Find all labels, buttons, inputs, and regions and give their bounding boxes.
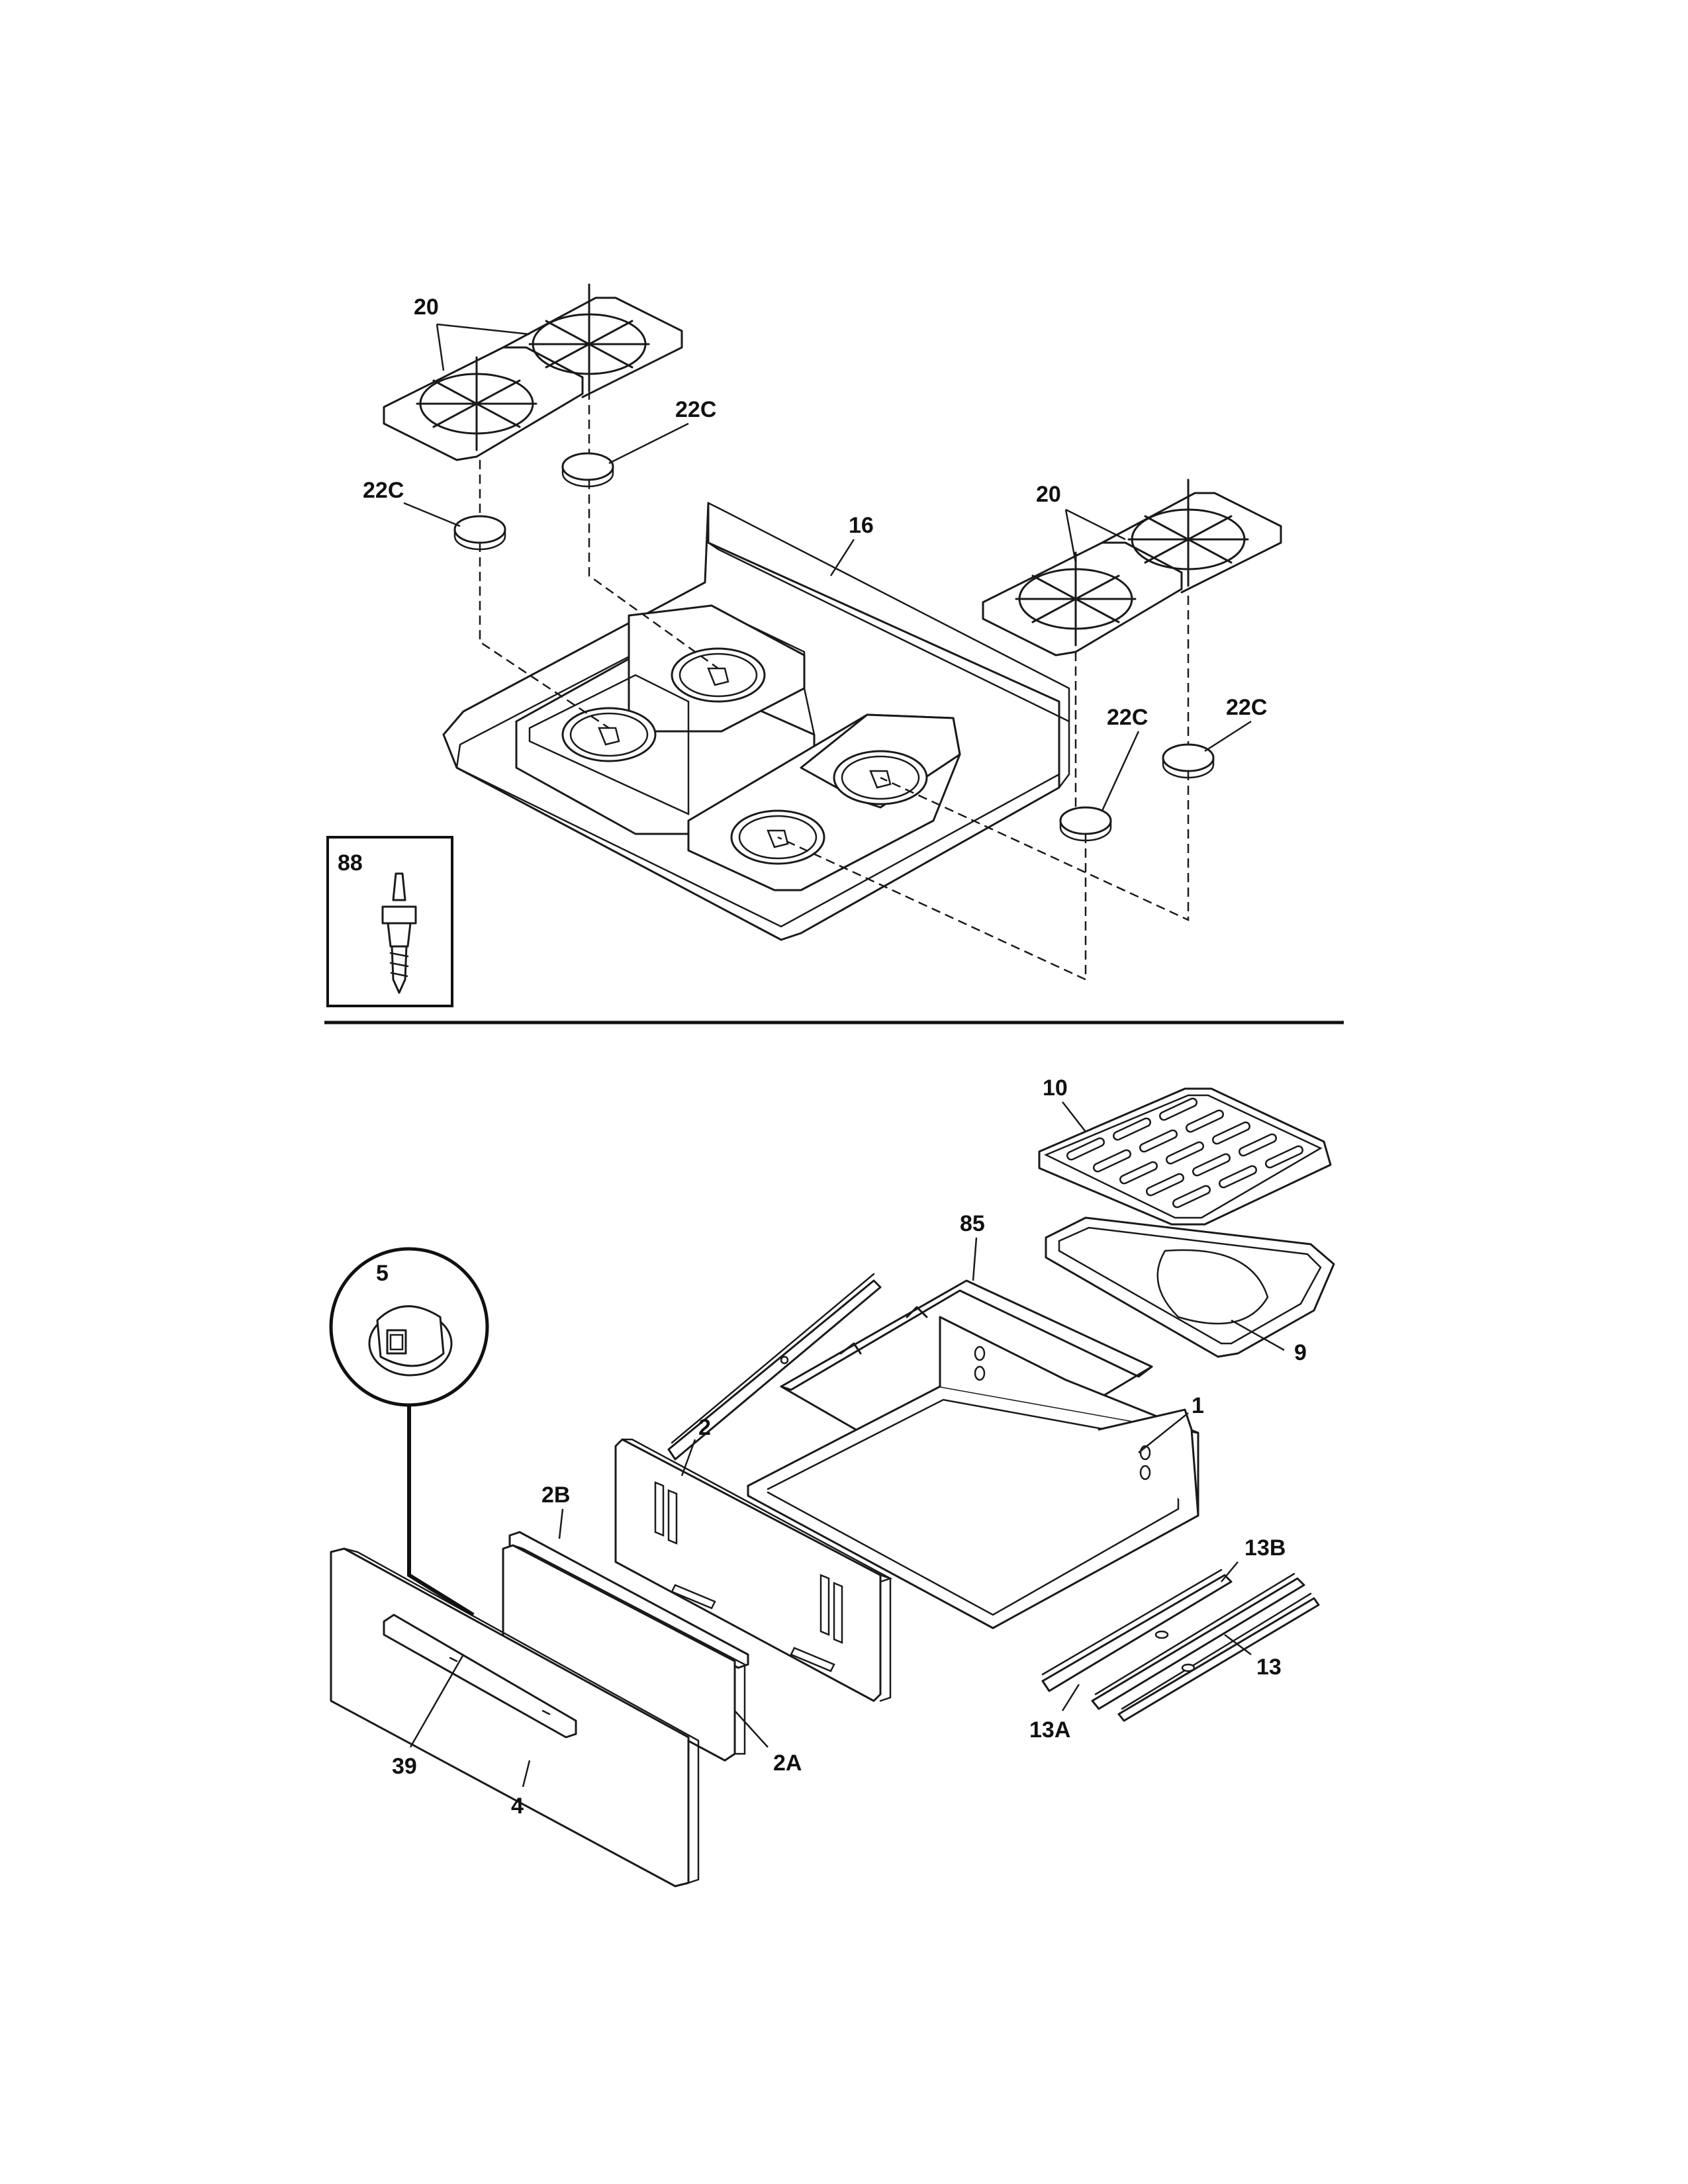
callout-cap-right-1: 22C — [1107, 705, 1148, 730]
callout-drawer-panel-strip: 2B — [541, 1482, 570, 1508]
drawer-back-panel — [614, 1438, 893, 1702]
drawer-rails — [1041, 1569, 1320, 1722]
drawer-handle — [383, 1614, 577, 1739]
knob-detail — [329, 1247, 489, 1617]
callout-grates-right: 20 — [1036, 482, 1061, 507]
burner-caps — [453, 452, 1215, 842]
grate-pair-top-left — [383, 283, 683, 461]
leader-lines — [403, 323, 1285, 1788]
callout-drawer-panel-bracket: 2A — [773, 1751, 802, 1776]
rack-slide-rail — [667, 1273, 882, 1461]
callout-broiler-pan: 9 — [1294, 1340, 1307, 1365]
cooktop-top — [442, 502, 1070, 941]
callout-cap-top: 22C — [675, 397, 716, 422]
grate-pair-right — [982, 478, 1282, 657]
callout-cap-right-2: 22C — [1226, 695, 1267, 720]
callout-drawer-back: 2 — [698, 1415, 711, 1440]
callout-rail-13: 13 — [1256, 1655, 1282, 1680]
callout-knob: 5 — [376, 1261, 389, 1286]
callout-broiler-grid: 10 — [1043, 1075, 1068, 1101]
broiler-grid-slots — [1066, 1097, 1304, 1208]
callout-cooktop: 16 — [849, 513, 874, 538]
callout-rail-13A: 13A — [1029, 1717, 1070, 1743]
drawer-body — [747, 1316, 1199, 1629]
callout-drawer-handle: 39 — [392, 1754, 417, 1779]
alignment-lines — [479, 390, 1190, 981]
drawer-panel-strip — [508, 1531, 749, 1669]
callout-rail-13B: 13B — [1244, 1535, 1286, 1561]
broiler-grid — [1038, 1087, 1332, 1226]
callout-drawer-body: 1 — [1192, 1393, 1204, 1418]
callout-rack: 85 — [960, 1211, 985, 1236]
broiler-pan — [1045, 1216, 1335, 1358]
callout-inset-screw: 88 — [338, 850, 363, 876]
callout-grates-top-left: 20 — [414, 295, 439, 320]
callout-labels: 20 22C 22C 16 20 22C 22C 88 10 85 9 5 1 … — [338, 295, 1307, 1819]
callout-cap-left: 22C — [363, 478, 404, 503]
callout-drawer-front: 4 — [511, 1794, 524, 1819]
inset-screw-box — [326, 836, 453, 1007]
